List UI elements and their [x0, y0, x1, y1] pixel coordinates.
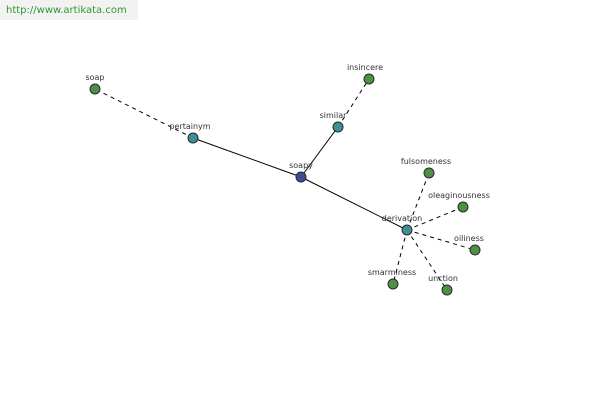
node-insincere-dot[interactable] — [363, 73, 375, 85]
node-smarminess[interactable]: smarminess — [368, 268, 416, 290]
node-insincere[interactable]: insincere — [347, 63, 383, 85]
node-oleaginousness-dot[interactable] — [457, 201, 469, 213]
node-unction-dot[interactable] — [441, 284, 453, 296]
node-soapy-dot[interactable] — [295, 171, 307, 183]
node-oiliness-label: oiliness — [454, 234, 484, 243]
node-smarminess-dot[interactable] — [387, 278, 399, 290]
watermark-url[interactable]: http://www.artikata.com — [0, 0, 138, 20]
node-smarminess-label: smarminess — [368, 268, 416, 277]
node-fulsomeness-dot[interactable] — [423, 167, 435, 179]
node-soapy-label: soapy — [289, 161, 313, 170]
node-oleaginousness[interactable]: oleaginousness — [428, 191, 490, 213]
graph-edges — [94, 78, 476, 291]
node-similar[interactable]: similar — [320, 111, 348, 133]
node-similar-dot[interactable] — [332, 121, 344, 133]
node-oiliness[interactable]: oiliness — [454, 234, 484, 256]
node-similar-label: similar — [320, 111, 348, 120]
edge-soapy-pertainym — [192, 137, 302, 178]
node-pertainym[interactable]: pertainym — [169, 122, 211, 144]
edge-similar-insincere — [337, 78, 370, 128]
edge-soapy-derivation — [300, 176, 408, 231]
node-fulsomeness[interactable]: fulsomeness — [401, 157, 451, 179]
node-pertainym-dot[interactable] — [187, 132, 199, 144]
node-derivation[interactable]: derivation — [382, 214, 422, 236]
graph-nodes: soapy pertainym similar derivation soap insin… — [85, 63, 490, 296]
node-fulsomeness-label: fulsomeness — [401, 157, 451, 166]
node-pertainym-label: pertainym — [169, 122, 210, 131]
node-oleaginousness-label: oleaginousness — [428, 191, 490, 200]
node-oiliness-dot[interactable] — [469, 244, 481, 256]
edge-soapy-similar — [300, 126, 339, 178]
node-soapy[interactable]: soapy — [289, 161, 313, 183]
edge-derivation-fulsomeness — [406, 172, 430, 231]
node-insincere-label: insincere — [347, 63, 383, 72]
edge-derivation-oleaginousness — [406, 206, 464, 231]
node-soap-dot[interactable] — [89, 83, 101, 95]
edge-derivation-oiliness — [406, 229, 476, 251]
node-unction[interactable]: unction — [428, 274, 458, 296]
edge-derivation-smarminess — [392, 229, 408, 285]
node-soap[interactable]: soap — [85, 73, 105, 95]
edge-pertainym-soap — [94, 88, 194, 139]
node-soap-label: soap — [85, 73, 104, 82]
node-unction-label: unction — [428, 274, 458, 283]
node-derivation-label: derivation — [382, 214, 422, 223]
node-derivation-dot[interactable] — [401, 224, 413, 236]
